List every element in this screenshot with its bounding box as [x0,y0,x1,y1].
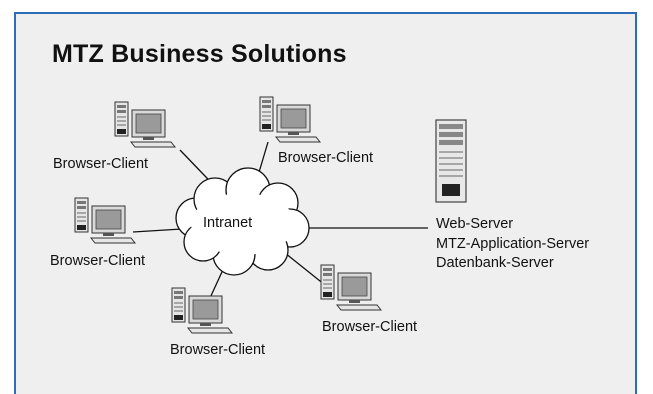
computer-icon [171,287,233,334]
client-label: Browser-Client [50,253,146,269]
intranet-label: Intranet [203,215,253,231]
server-line: Datenbank-Server [436,255,554,271]
intranet-cloud-icon [175,167,310,276]
slide-title: MTZ Business Solutions [52,40,347,68]
client-label: Browser-Client [322,319,418,335]
server-label-block: Web-Server MTZ-Application-Server Datenb… [436,215,589,274]
computer-icon [74,197,136,244]
client-label: Browser-Client [278,150,374,166]
computer-icon [320,264,382,311]
client-label: Browser-Client [170,342,266,358]
server-line: MTZ-Application-Server [436,235,590,252]
computer-icon [114,101,176,148]
client-label: Browser-Client [53,156,149,172]
server-line: Web-Server [436,216,514,232]
slide-frame [14,12,637,394]
server-icon [435,119,467,203]
computer-icon [259,96,321,143]
